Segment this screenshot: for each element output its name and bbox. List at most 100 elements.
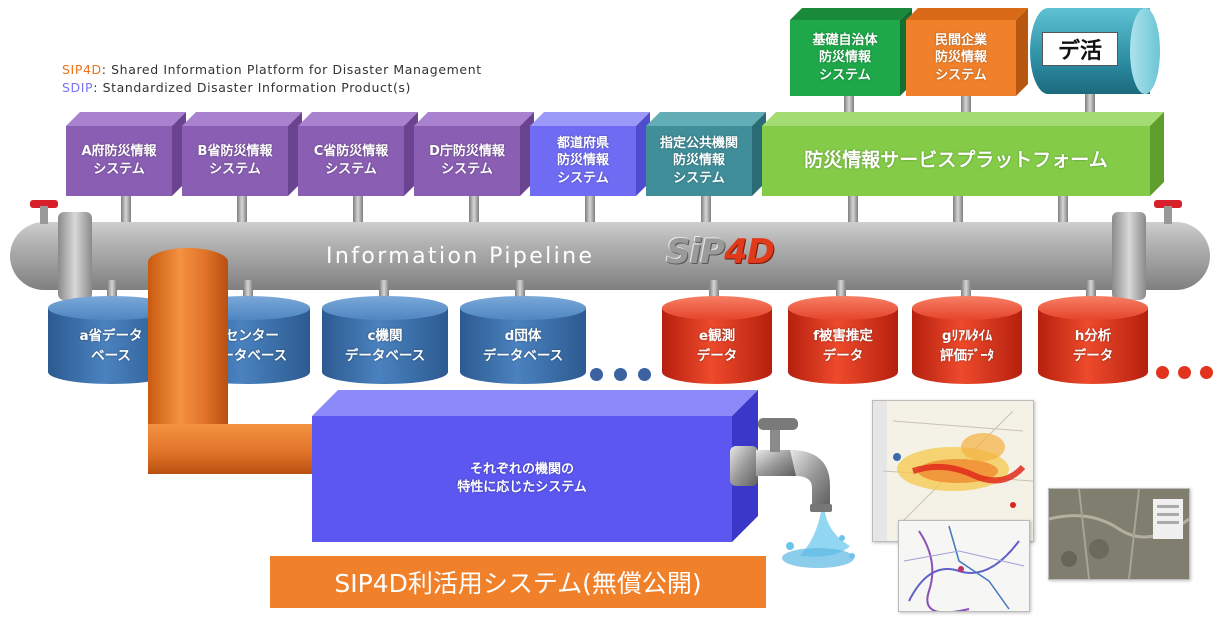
ellipsis-dot [638,368,651,381]
database-a-line1: a省データ [79,328,143,344]
connector-stem [848,196,858,226]
pipe-flange-right [1112,212,1146,300]
connector-stem [709,280,719,304]
database-e-line1: e観測 [698,328,736,344]
top-system-b-line2: システム [209,162,261,177]
valve-left-stem [40,206,48,224]
database-c: c機関データベース [322,296,448,384]
top-system-box-a: A府防災情報 システム [66,112,186,196]
prefecture-line2: 防災情報 [556,153,609,169]
top-system-a-line2: システム [93,162,145,177]
faucet-icon [730,418,855,568]
legend-sdip-desc: : Standardized Disaster Information Prod… [93,80,412,95]
database-f-line2: データ [822,348,864,365]
sip4d-logo-a: SiP [666,232,725,272]
top-system-a-line1: A府防災情報 [81,144,157,160]
connector-stem [107,280,117,304]
top-system-box-c: C省防災情報 システム [298,112,418,196]
connector-stem [953,196,963,226]
database-h: h分析データ [1038,296,1148,384]
route-map-thumbnail [898,520,1030,612]
route-map-image [899,521,1029,611]
top-system-d-line1: D庁防災情報 [429,144,505,160]
prefecture-system-box: 都道府県 防災情報 システム [530,112,650,196]
connector-stem [515,280,525,304]
municipal-line1: 基礎自治体 [812,32,878,48]
pipe-flange-left [58,212,92,300]
orange-pipe-horizontal [148,424,324,474]
database-g-line2: 評価ﾃﾞｰﾀ [940,348,994,365]
top-system-c-line2: システム [325,162,377,177]
banner-label: SIP4D利活用システム(無償公開) [334,569,702,598]
database-c-line1: c機関 [367,328,403,344]
connector-stem [1058,196,1068,226]
database-d-line2: データベース [482,348,564,365]
legend-sdip: SDIP: Standardized Disaster Information … [62,80,411,95]
database-d: d団体データベース [460,296,586,384]
municipal-line3: システム [819,67,871,83]
public-agency-line3: システム [673,170,725,186]
ellipsis-dot [1200,366,1213,379]
database-f: f被害推定データ [788,296,898,384]
pipeline-label: Information Pipeline [326,244,595,269]
database-h-line1: h分析 [1074,328,1112,344]
prefecture-line1: 都道府県 [556,135,609,151]
dekatsu-logo: デ活 [1042,32,1118,66]
connector-stem [469,196,479,226]
top-system-b-line1: B省防災情報 [197,144,273,160]
private-line1: 民間企業 [934,32,987,48]
database-d-line1: d団体 [504,328,542,344]
public-agency-line2: 防災情報 [672,153,725,169]
connector-stem [353,196,363,226]
legend-sdip-key: SDIP [62,80,94,95]
sip4d-logo: SiP4D [666,232,775,272]
legend-sip4d: SIP4D: Shared Information Platform for D… [62,62,482,77]
municipal-line2: 防災情報 [818,50,871,66]
connector-stem [243,280,253,304]
satellite-map-thumbnail [1048,488,1190,580]
connector-stem [585,196,595,226]
connector-stem [961,96,971,112]
public-agency-line1: 指定公共機関 [659,135,738,151]
database-a-line2: ベース [91,348,131,365]
valve-right-stem [1164,206,1172,224]
ellipsis-dot [1178,366,1191,379]
connector-stem [1086,280,1096,304]
valve-left-icon [30,200,58,208]
database-h-line2: データ [1072,348,1114,365]
prefecture-line3: システム [557,170,609,186]
sip4d-logo-c: D [746,232,775,272]
database-f-line1: f被害推定 [813,328,873,344]
valve-right-icon [1154,200,1182,208]
connector-stem [844,96,854,112]
database-g: gﾘｱﾙﾀｲﾑ評価ﾃﾞｰﾀ [912,296,1022,384]
dekatsu-cylinder: デ活 [1030,8,1160,94]
database-c-line2: データベース [344,348,426,365]
service-platform-label: 防災情報サービスプラットフォーム [804,149,1108,172]
orange-pipe-vertical [148,248,228,440]
connector-stem [836,280,846,304]
database-e-line2: データ [696,348,738,365]
ellipsis-dot [1156,366,1169,379]
top-system-d-line2: システム [441,162,493,177]
connector-stem [237,196,247,226]
service-platform-box: 防災情報サービスプラットフォーム [762,112,1164,196]
agency-system-line1: それぞれの機関の [469,462,574,478]
public-agency-system-box: 指定公共機関 防災情報 システム [646,112,766,196]
municipal-system-box: 基礎自治体 防災情報 システム [790,8,912,96]
hazard-map-thumbnail [872,400,1034,542]
connector-stem [701,196,711,226]
connector-stem [121,196,131,226]
connector-stem [961,280,971,304]
agency-system-box: それぞれの機関の 特性に応じたシステム [312,390,758,542]
top-system-c-line1: C省防災情報 [313,144,389,160]
ellipsis-dot [614,368,627,381]
database-e: e観測データ [662,296,772,384]
private-system-box: 民間企業 防災情報 システム [906,8,1028,96]
top-system-box-d: D庁防災情報 システム [414,112,534,196]
database-b-line1: bセンター [215,328,279,344]
connector-stem [1085,94,1095,112]
legend-sip4d-key: SIP4D [62,62,102,77]
sip4d-logo-b: 4 [724,232,748,272]
legend-sip4d-desc: : Shared Information Platform for Disast… [101,62,482,77]
